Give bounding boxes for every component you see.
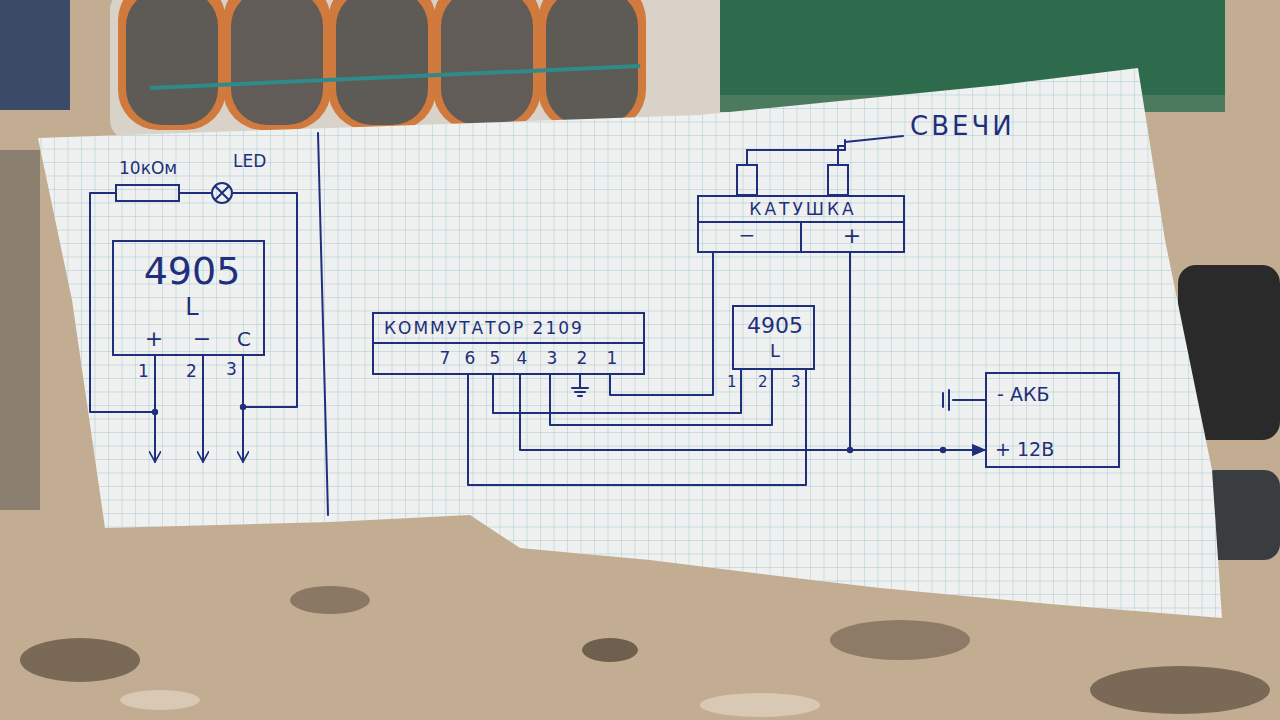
battery-pack bbox=[433, 0, 541, 130]
table-surface bbox=[0, 150, 40, 510]
ignition-coil: КАТУШКА − + bbox=[697, 195, 905, 253]
table-surface bbox=[120, 690, 200, 710]
box-divider bbox=[732, 305, 815, 370]
pin-number: 1 bbox=[138, 362, 149, 382]
pin-label: 3 bbox=[547, 349, 558, 369]
led-outline bbox=[211, 182, 233, 204]
ignition-switch-unit: КОММУТАТОР 2109 7654321 bbox=[372, 312, 645, 375]
led-symbol: LED bbox=[211, 182, 233, 204]
led-cross bbox=[215, 186, 229, 200]
wire-connector bbox=[493, 370, 741, 413]
led-circle bbox=[212, 183, 232, 203]
battery-pack bbox=[126, 0, 218, 125]
wire-connector bbox=[180, 192, 211, 194]
wire-connector bbox=[850, 253, 985, 450]
pin-label: 4 bbox=[517, 349, 528, 369]
battery-pack bbox=[118, 0, 226, 130]
battery-box: - АКБ + 12В bbox=[985, 372, 1120, 468]
spark-plug-label: СВЕЧИ bbox=[910, 112, 1015, 142]
part-label: КАТУШКА bbox=[749, 200, 856, 220]
part-label: 4905 bbox=[144, 250, 241, 294]
coil-terminal bbox=[737, 165, 757, 195]
hall-sensor-chip: 4905L + − C bbox=[112, 240, 265, 356]
leader-line bbox=[845, 136, 903, 142]
box-divider bbox=[372, 342, 645, 344]
wire-connector bbox=[610, 253, 713, 395]
part-label: КОММУТАТОР 2109 bbox=[384, 319, 584, 339]
wiring-drawing bbox=[155, 133, 985, 515]
pin-label: L bbox=[770, 341, 780, 362]
spark-plug-wire bbox=[747, 140, 845, 165]
pin-label: 1 bbox=[607, 349, 618, 369]
pin-number: 2 bbox=[186, 362, 197, 382]
pin-label: 7 bbox=[440, 349, 451, 369]
spark-plug-wire bbox=[838, 146, 845, 165]
pin-label: L bbox=[185, 294, 198, 322]
part-label: - АКБ bbox=[997, 384, 1049, 406]
pin-number: 3 bbox=[226, 360, 237, 380]
part-label: 4905 bbox=[747, 313, 803, 338]
separator-line bbox=[318, 133, 328, 515]
battery-pack bbox=[328, 0, 436, 130]
box-divider bbox=[800, 222, 802, 253]
graph-paper bbox=[38, 68, 1222, 618]
pin-number: 2 bbox=[758, 374, 768, 391]
battery-pack bbox=[336, 0, 428, 125]
box-divider bbox=[372, 312, 645, 375]
pin-label: 6 bbox=[465, 349, 476, 369]
battery-pack bbox=[223, 0, 331, 130]
pin-label: − bbox=[739, 224, 756, 247]
part-label: 10кОм bbox=[119, 159, 177, 179]
resistor-symbol: 10кОм bbox=[115, 184, 180, 202]
table-surface bbox=[290, 586, 370, 614]
pin-label: 2 bbox=[577, 349, 588, 369]
part-label: LED bbox=[233, 152, 266, 172]
coil-terminal bbox=[828, 165, 848, 195]
battery-pack bbox=[231, 0, 323, 125]
graph-paper bbox=[38, 68, 1222, 618]
table-surface bbox=[1090, 666, 1270, 714]
pin-lead bbox=[202, 355, 204, 462]
pin-label: C bbox=[237, 328, 251, 351]
wire-connector bbox=[468, 370, 806, 485]
table-surface bbox=[582, 638, 638, 662]
battery-pack bbox=[546, 0, 638, 125]
table-surface bbox=[20, 638, 140, 682]
wire-connector bbox=[550, 370, 772, 425]
wire-connector bbox=[520, 375, 985, 450]
pin-label: + bbox=[145, 326, 163, 351]
wire-connector bbox=[233, 193, 297, 407]
box-divider bbox=[697, 221, 905, 223]
box-divider bbox=[115, 184, 180, 202]
box-divider bbox=[112, 240, 265, 356]
wire-connector bbox=[90, 193, 155, 412]
battery-pack bbox=[441, 0, 533, 125]
table-surface bbox=[830, 620, 970, 660]
ground-symbol bbox=[943, 390, 985, 410]
pin-label: 5 bbox=[490, 349, 501, 369]
pin-label: + 12В bbox=[995, 439, 1054, 461]
pin-number: 3 bbox=[791, 374, 801, 391]
table-surface bbox=[700, 693, 820, 717]
table-surface bbox=[0, 0, 70, 110]
box-divider bbox=[697, 195, 905, 253]
pin-label: + bbox=[843, 223, 861, 248]
ground-symbol bbox=[572, 375, 588, 396]
hall-sensor-chip: 4905L bbox=[732, 305, 815, 370]
pin-number: 1 bbox=[727, 374, 737, 391]
graph-paper bbox=[38, 68, 1222, 618]
pin-label: − bbox=[193, 326, 211, 351]
battery-pack bbox=[150, 66, 640, 88]
box-divider bbox=[985, 372, 1120, 468]
